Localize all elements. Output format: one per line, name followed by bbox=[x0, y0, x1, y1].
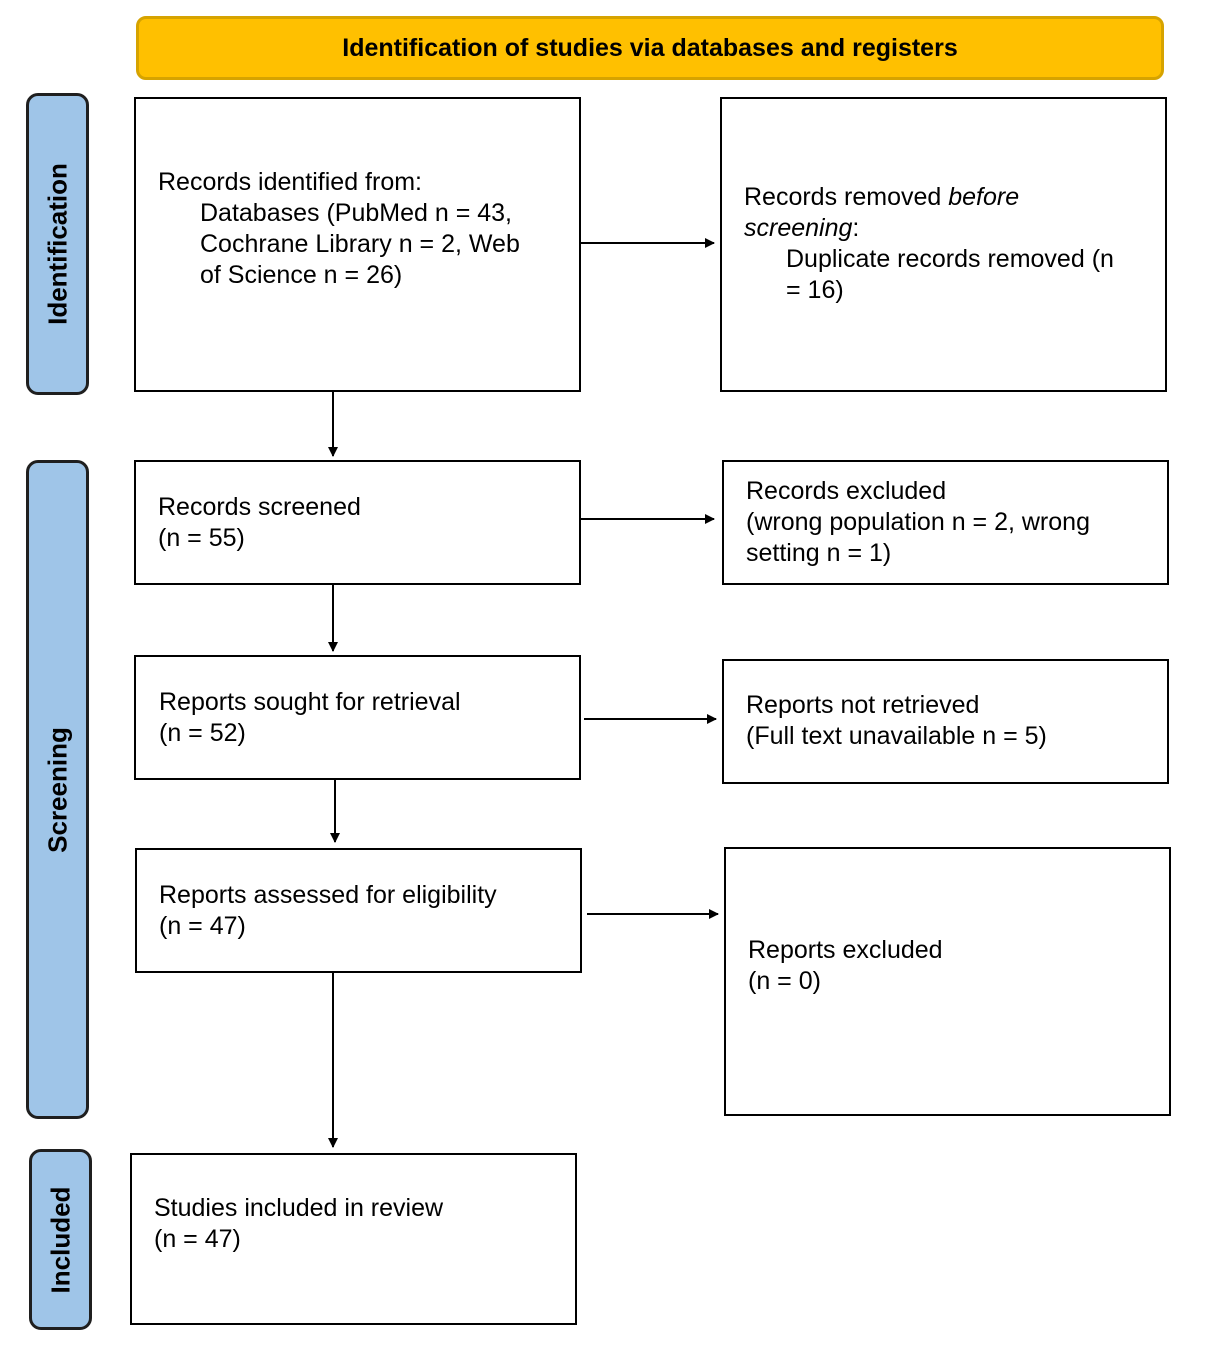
studies-included-box: Studies included in review (n = 47) bbox=[130, 1153, 577, 1325]
reports-sought-title: Reports sought for retrieval bbox=[159, 688, 461, 716]
studies-included-title: Studies included in review bbox=[154, 1194, 444, 1222]
identification-header: Identification of studies via databases … bbox=[136, 16, 1164, 80]
reports-excluded-title: Reports excluded bbox=[748, 936, 943, 964]
records-identified-line: Cochrane Library n = 2, Web bbox=[200, 230, 520, 258]
reports-not-retrieved-box: Reports not retrieved (Full text unavail… bbox=[722, 659, 1169, 784]
records-removed-line: Duplicate records removed (n bbox=[786, 245, 1114, 273]
reports-sought-box: Reports sought for retrieval (n = 52) bbox=[134, 655, 581, 780]
records-identified-box: Records identified from: Databases (PubM… bbox=[134, 97, 581, 392]
studies-included-count: (n = 47) bbox=[154, 1225, 241, 1253]
reports-excluded-box: Reports excluded (n = 0) bbox=[724, 847, 1171, 1116]
reports-sought-count: (n = 52) bbox=[159, 719, 246, 747]
reports-excluded-count: (n = 0) bbox=[748, 967, 821, 995]
phase-identification: Identification bbox=[26, 93, 89, 395]
records-screened-title: Records screened bbox=[158, 493, 361, 521]
reports-assessed-box: Reports assessed for eligibility (n = 47… bbox=[135, 848, 582, 973]
records-removed-line: = 16) bbox=[786, 276, 844, 304]
records-excluded-box: Records excluded (wrong population n = 2… bbox=[722, 460, 1169, 585]
records-identified-line: Databases (PubMed n = 43, bbox=[200, 199, 512, 227]
phase-included: Included bbox=[29, 1149, 92, 1330]
phase-screening: Screening bbox=[26, 460, 89, 1119]
records-removed-heading: Records removed before bbox=[744, 182, 1165, 213]
records-excluded-detail: setting n = 1) bbox=[746, 539, 892, 567]
records-removed-heading-prefix: Records removed bbox=[744, 183, 949, 211]
records-identified-line: of Science n = 26) bbox=[200, 261, 403, 289]
records-removed-heading-screening: screening bbox=[744, 214, 853, 242]
reports-assessed-count: (n = 47) bbox=[159, 912, 246, 940]
records-removed-heading-before: before bbox=[948, 183, 1020, 211]
reports-not-retrieved-title: Reports not retrieved bbox=[746, 691, 980, 719]
records-removed-heading-suffix: : bbox=[852, 214, 860, 242]
header-title: Identification of studies via databases … bbox=[342, 33, 958, 62]
reports-not-retrieved-detail: (Full text unavailable n = 5) bbox=[746, 722, 1047, 750]
reports-assessed-title: Reports assessed for eligibility bbox=[159, 881, 497, 909]
records-removed-box: Records removed before screening: Duplic… bbox=[720, 97, 1167, 392]
records-excluded-detail: (wrong population n = 2, wrong bbox=[746, 508, 1090, 536]
records-screened-count: (n = 55) bbox=[158, 524, 245, 552]
records-identified-heading: Records identified from: bbox=[158, 168, 423, 196]
records-screened-box: Records screened (n = 55) bbox=[134, 460, 581, 585]
records-excluded-title: Records excluded bbox=[746, 477, 947, 505]
records-removed-heading-cont: screening: bbox=[744, 213, 1165, 244]
